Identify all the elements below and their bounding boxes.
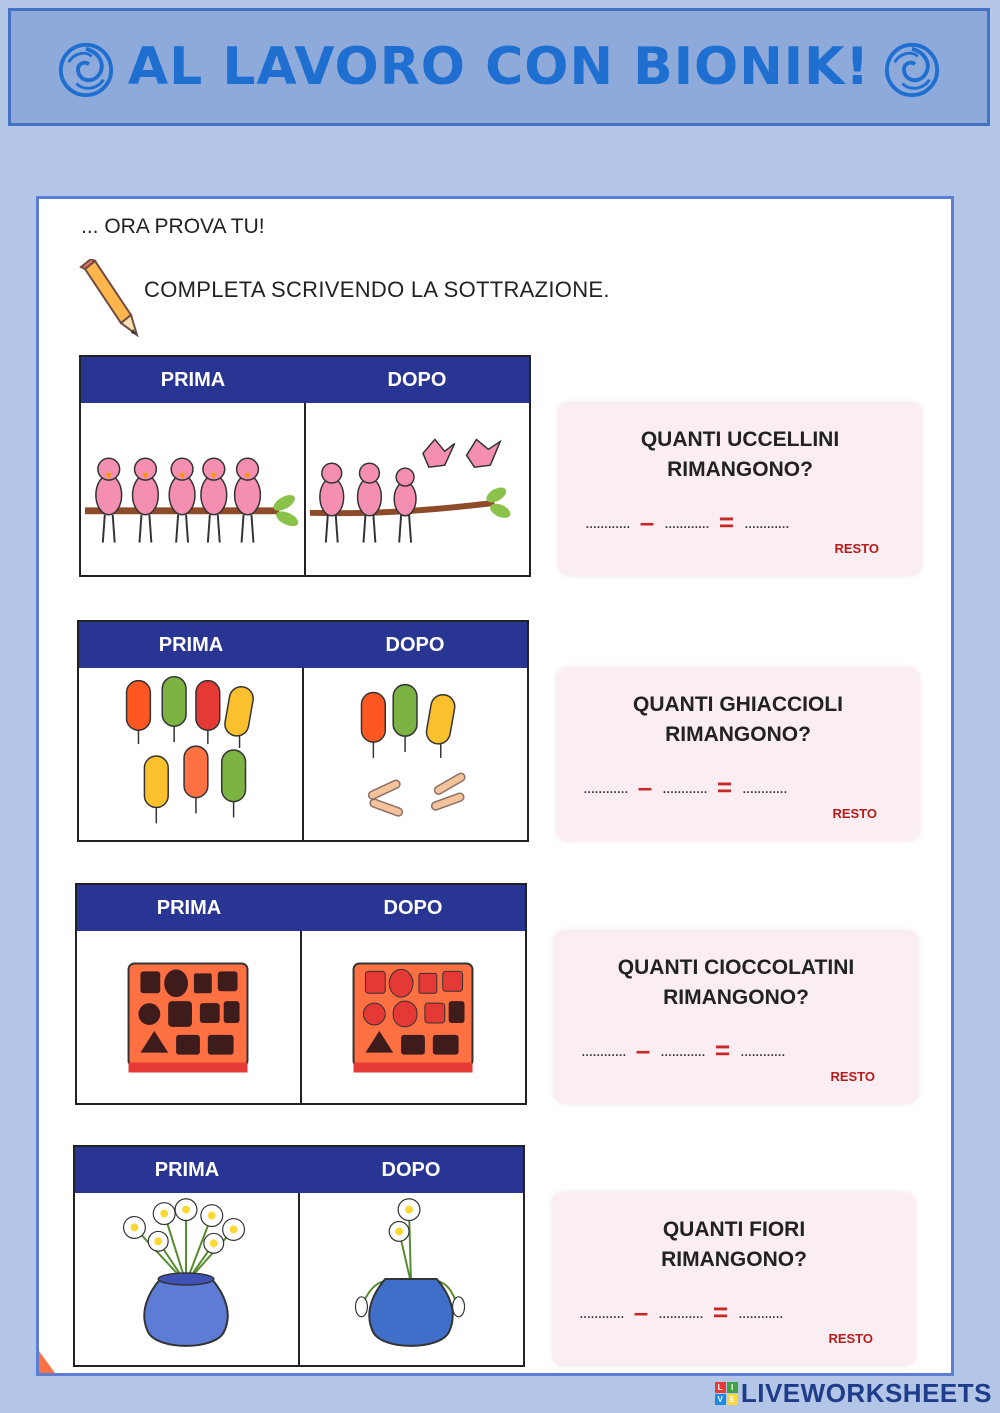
swirl-icon <box>58 42 114 98</box>
subtraction-equation: ............ – ............ = ..........… <box>579 1297 899 1328</box>
page-title: AL LAVORO CON BIONIK! <box>127 37 871 97</box>
picture-table: PRIMA DOPO <box>79 355 531 577</box>
exercise-popsicles: PRIMA DOPO <box>77 620 937 845</box>
minuend-blank[interactable]: ............ <box>579 1302 625 1322</box>
subtraction-equation: ............ – ............ = ..........… <box>585 507 905 538</box>
column-after: DOPO <box>383 896 443 919</box>
column-before: PRIMA <box>156 896 222 919</box>
table-header: PRIMA DOPO <box>81 357 529 403</box>
answer-box: QUANTI CIOCCOLATINI RIMANGONO? .........… <box>555 931 917 1103</box>
minuend-blank[interactable]: ............ <box>583 777 629 797</box>
minuend-blank[interactable]: ............ <box>581 1040 627 1060</box>
minuend-blank[interactable]: ............ <box>585 512 631 532</box>
instruction-text: COMPLETA SCRIVENDO LA SOTTRAZIONE. <box>144 277 610 302</box>
subtraction-equation: ............ – ............ = ..........… <box>581 1035 901 1066</box>
table-header: PRIMA DOPO <box>75 1147 523 1193</box>
flowers-after-picture <box>298 1193 523 1365</box>
pencil-icon <box>79 259 139 337</box>
result-blank[interactable]: ............ <box>740 1040 786 1060</box>
picture-table: PRIMA DOPO <box>77 620 529 842</box>
equals-sign: = <box>714 1035 731 1065</box>
result-blank[interactable]: ............ <box>738 1302 784 1322</box>
resto-label: RESTO <box>828 1331 873 1346</box>
subtraction-equation: ............ – ............ = ..........… <box>583 772 903 803</box>
result-blank[interactable]: ............ <box>744 512 790 532</box>
swirl-icon <box>884 42 940 98</box>
brand-text: LIVEWORKSHEETS <box>740 1378 992 1408</box>
result-blank[interactable]: ............ <box>742 777 788 797</box>
flowers-before-picture <box>75 1193 298 1365</box>
answer-box: QUANTI GHIACCIOLI RIMANGONO? ...........… <box>557 668 919 840</box>
worksheet: ... ORA PROVA TU! COMPLETA SCRIVENDO LA … <box>36 196 954 1376</box>
answer-box: QUANTI UCCELLINI RIMANGONO? ............… <box>559 403 921 575</box>
page-header: AL LAVORO CON BIONIK! <box>8 8 990 126</box>
column-before: PRIMA <box>160 368 226 391</box>
picture-table: PRIMA DOPO <box>75 883 527 1105</box>
minus-sign: – <box>635 1035 651 1065</box>
answer-box: QUANTI FIORI RIMANGONO? ............ – .… <box>553 1193 915 1365</box>
subtrahend-blank[interactable]: ............ <box>658 1302 704 1322</box>
question-text: QUANTI FIORI RIMANGONO? <box>661 1218 807 1271</box>
resto-label: RESTO <box>832 806 877 821</box>
exercise-flowers: PRIMA DOPO <box>73 1145 933 1370</box>
subtrahend-blank[interactable]: ............ <box>664 512 710 532</box>
subtrahend-blank[interactable]: ............ <box>660 1040 706 1060</box>
column-after: DOPO <box>385 633 445 656</box>
popsicles-before-picture <box>79 668 302 840</box>
exercise-birds: PRIMA DOPO <box>79 355 939 580</box>
picture-table: PRIMA DOPO <box>73 1145 525 1367</box>
table-header: PRIMA DOPO <box>77 885 525 931</box>
column-before: PRIMA <box>158 633 224 656</box>
equals-sign: = <box>712 1297 729 1327</box>
column-after: DOPO <box>387 368 447 391</box>
exercise-chocolates: PRIMA DOPO <box>75 883 935 1108</box>
birds-before-picture <box>81 403 304 575</box>
popsicles-after-picture <box>302 668 527 840</box>
minus-sign: – <box>637 772 653 802</box>
minus-sign: – <box>633 1297 649 1327</box>
corner-decoration <box>39 1351 55 1373</box>
question-text: QUANTI CIOCCOLATINI RIMANGONO? <box>617 956 855 1009</box>
column-before: PRIMA <box>154 1158 220 1181</box>
equals-sign: = <box>718 507 735 537</box>
resto-label: RESTO <box>830 1069 875 1084</box>
equals-sign: = <box>716 772 733 802</box>
resto-label: RESTO <box>834 541 879 556</box>
birds-after-picture <box>304 403 529 575</box>
subtrahend-blank[interactable]: ............ <box>662 777 708 797</box>
intro-text: ... ORA PROVA TU! <box>81 215 265 238</box>
column-after: DOPO <box>381 1158 441 1181</box>
chocolates-after-picture <box>300 931 525 1103</box>
table-header: PRIMA DOPO <box>79 622 527 668</box>
question-text: QUANTI UCCELLINI RIMANGONO? <box>640 428 840 481</box>
question-text: QUANTI GHIACCIOLI RIMANGONO? <box>633 693 843 746</box>
chocolates-before-picture <box>77 931 300 1103</box>
minus-sign: – <box>639 507 655 537</box>
